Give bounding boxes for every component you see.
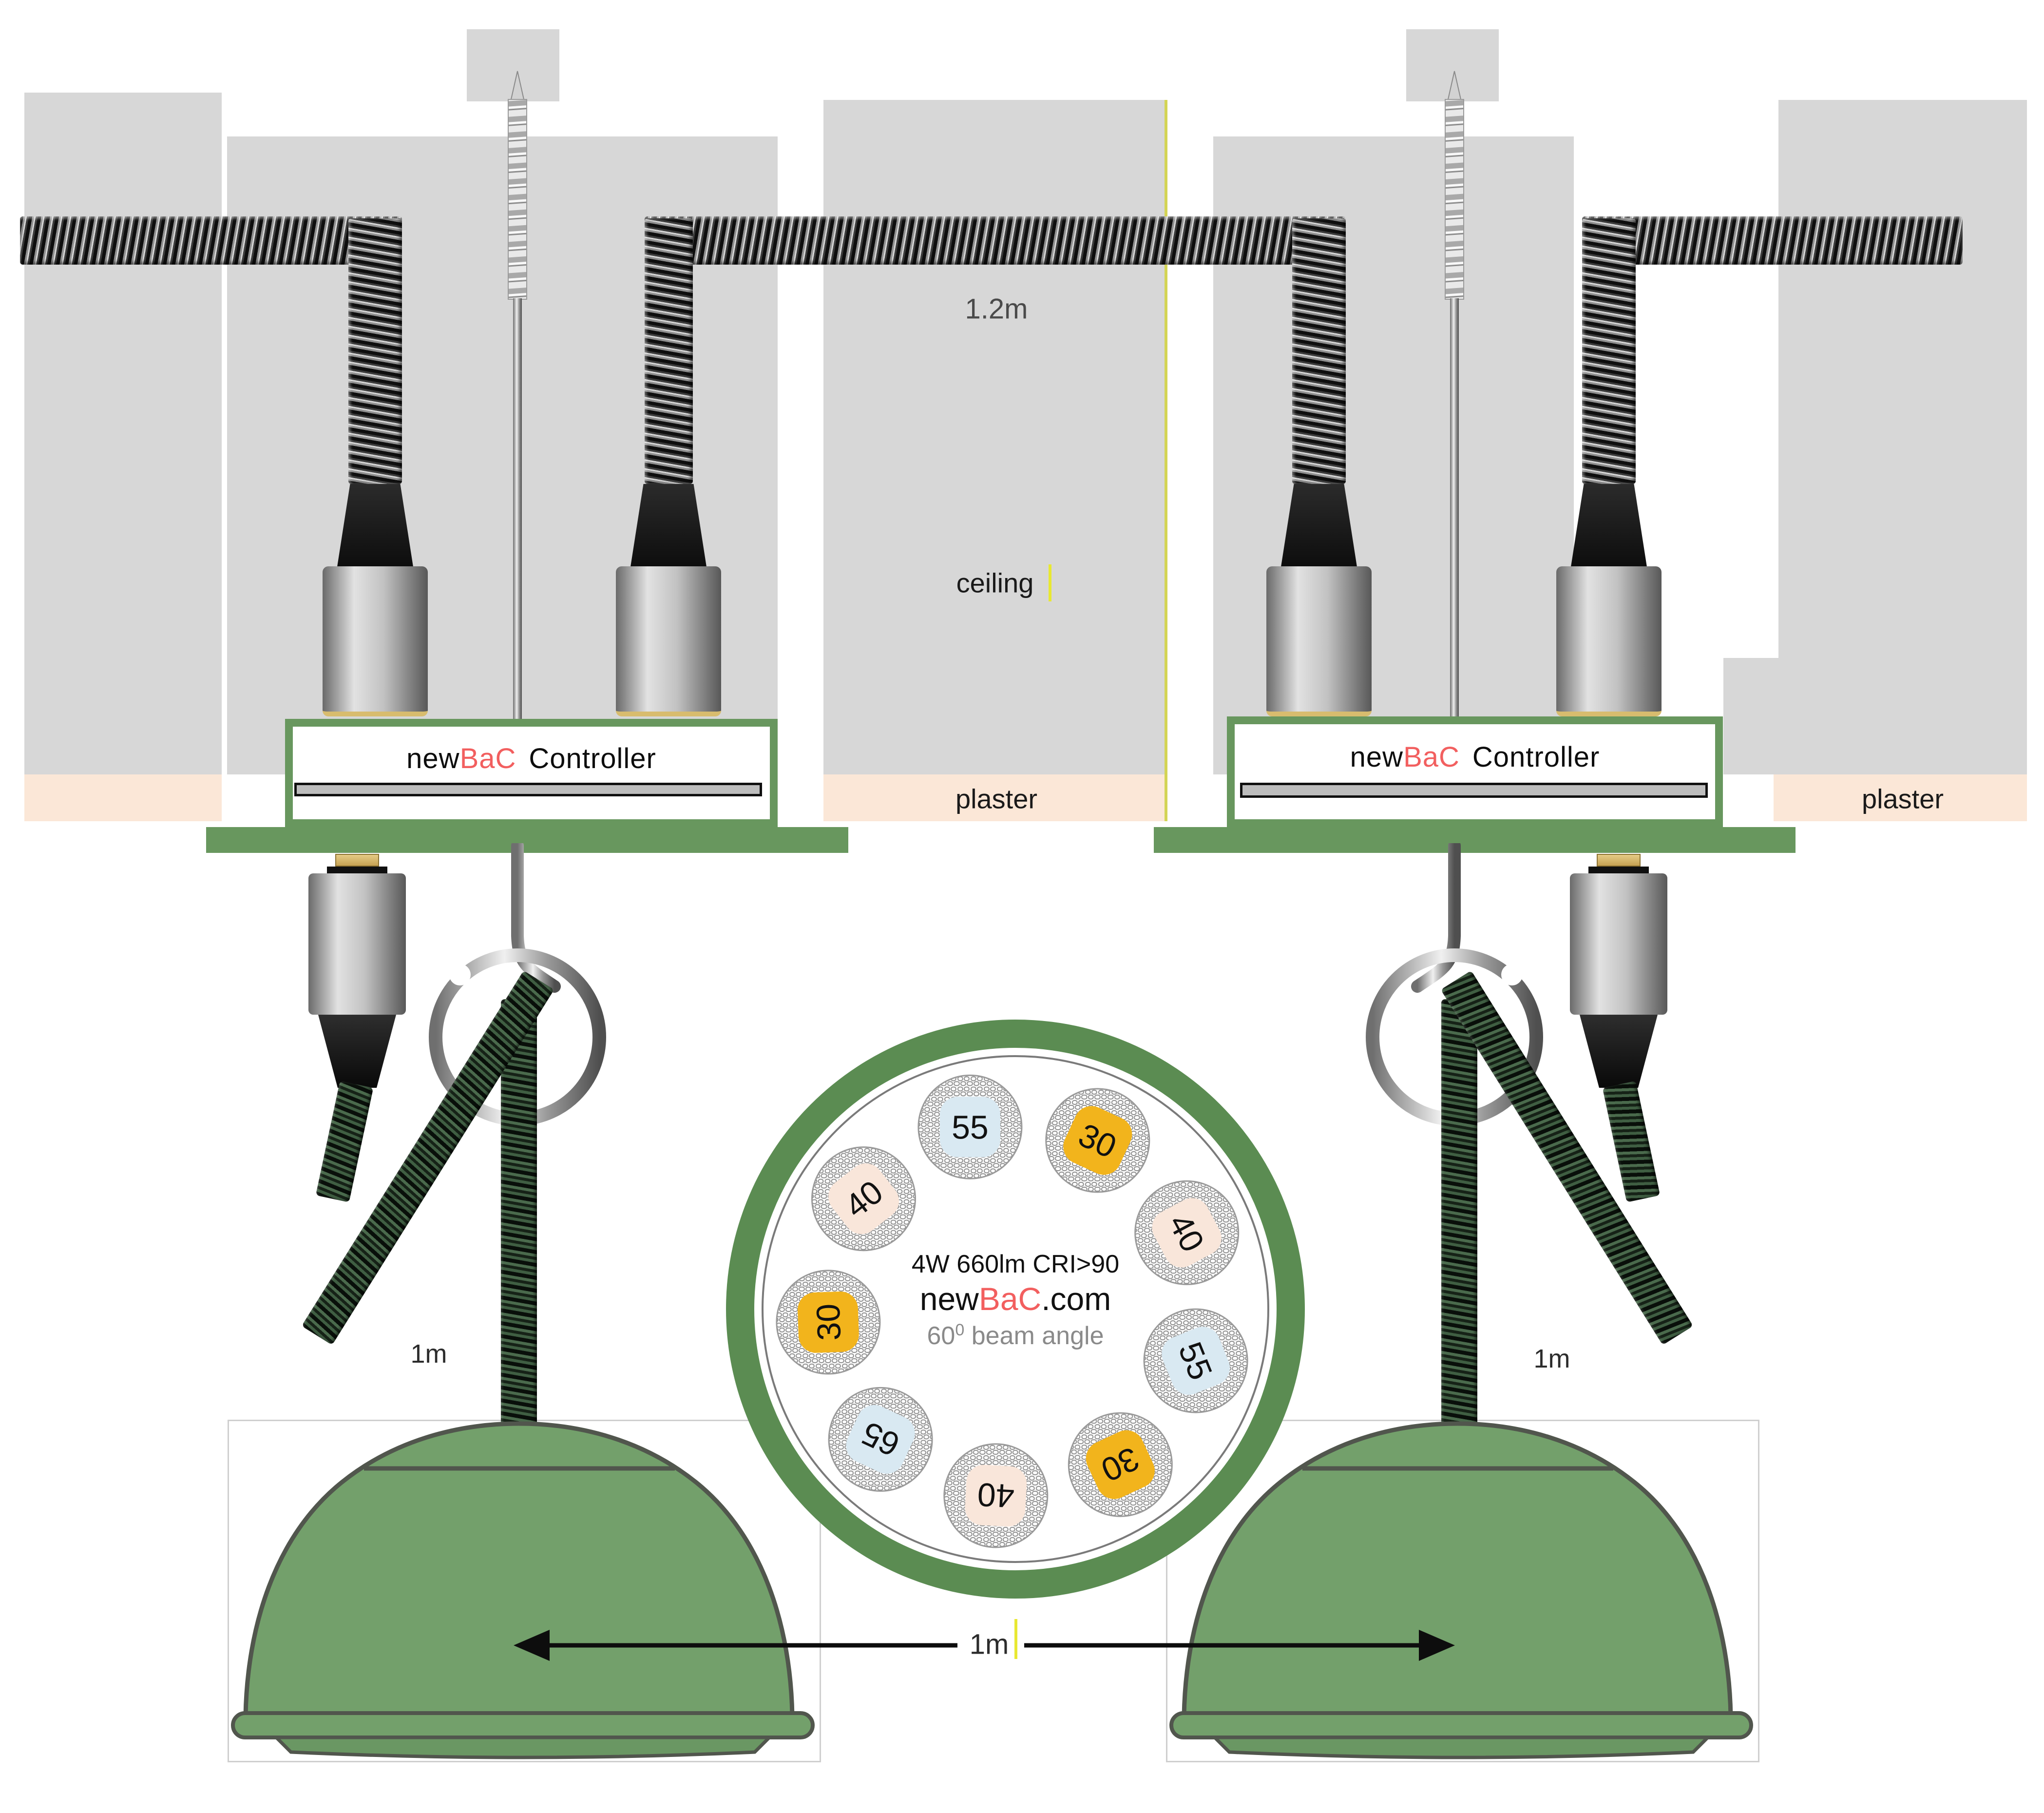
screw-shaft bbox=[1450, 298, 1459, 854]
led-node: 55 bbox=[917, 1074, 1023, 1179]
led-chip bbox=[939, 1097, 1000, 1157]
led-chip bbox=[828, 1163, 899, 1234]
led-value: 30 bbox=[810, 1303, 848, 1341]
label-drop-left: 1m bbox=[410, 1339, 447, 1369]
screw-tip-icon bbox=[1447, 71, 1462, 102]
beam-angle-text: 600 beam angle bbox=[927, 1321, 1104, 1350]
led-node: 30 bbox=[776, 1270, 881, 1375]
label-cable-length: 1.2m bbox=[965, 293, 1028, 325]
screw-tip-icon bbox=[510, 71, 525, 102]
led-node: 40 bbox=[811, 1146, 916, 1252]
screw-right bbox=[1445, 71, 1464, 854]
ceiling-edge-highlight bbox=[1165, 100, 1167, 821]
led-spec-text: 4W 660lm CRI>90 bbox=[912, 1250, 1119, 1278]
cable-vertical-left-2 bbox=[645, 218, 693, 484]
led-chip bbox=[846, 1405, 915, 1474]
plaster-strip-center bbox=[823, 774, 1166, 821]
spacing-arrow bbox=[514, 1630, 1455, 1661]
led-node: 40 bbox=[1134, 1180, 1240, 1285]
mounting-bar-right bbox=[1154, 827, 1796, 853]
led-ring-inner-circle bbox=[762, 1055, 1269, 1563]
lamp-cord-vertical-right bbox=[1441, 999, 1477, 1428]
cable-horizontal-far-left bbox=[20, 216, 402, 265]
plaster-strip-left bbox=[24, 774, 222, 821]
ceiling-block-step-right bbox=[1723, 658, 1782, 774]
cable-vertical-right-1 bbox=[1292, 218, 1346, 484]
lamp-dome bbox=[243, 1421, 795, 1718]
pendant-lamp-left bbox=[231, 1421, 815, 1759]
label-lamp-spacing: 1m bbox=[969, 1628, 1009, 1660]
label-plaster-center: plaster bbox=[955, 783, 1038, 814]
hook-shaft bbox=[511, 843, 561, 993]
brand-text: newBaC.com bbox=[920, 1281, 1111, 1317]
screw-left bbox=[508, 71, 527, 854]
led-chip bbox=[1162, 1327, 1230, 1395]
mounting-bar-left bbox=[206, 827, 848, 853]
led-value: 40 bbox=[976, 1476, 1015, 1515]
lamp-rim bbox=[1169, 1711, 1753, 1739]
controller-strip-right bbox=[1240, 783, 1708, 798]
controller-strip-left bbox=[294, 783, 762, 796]
screw-shaft bbox=[513, 298, 522, 854]
led-chip bbox=[1063, 1106, 1132, 1175]
arrow-head-left-icon bbox=[514, 1630, 550, 1661]
cable-vertical-right-2 bbox=[1582, 218, 1636, 484]
cable-vertical-left-1 bbox=[348, 218, 402, 484]
led-chip bbox=[965, 1465, 1027, 1527]
cable-horizontal-far-right bbox=[1582, 216, 1963, 265]
led-chip bbox=[1152, 1198, 1222, 1268]
text-caret bbox=[1014, 1619, 1017, 1659]
lamp-base bbox=[1210, 1736, 1712, 1759]
hook-opening bbox=[1501, 964, 1523, 985]
hook-shaft bbox=[1411, 843, 1461, 993]
led-node: 30 bbox=[1045, 1088, 1150, 1193]
screw-thread-icon bbox=[508, 99, 527, 300]
led-node: 65 bbox=[828, 1387, 933, 1492]
text-caret bbox=[1049, 564, 1051, 601]
label-plaster-right: plaster bbox=[1861, 783, 1944, 814]
hook-opening bbox=[449, 964, 471, 985]
led-node: 55 bbox=[1143, 1308, 1248, 1413]
label-ceiling: ceiling bbox=[956, 567, 1034, 598]
led-value: 55 bbox=[952, 1109, 989, 1146]
led-chip bbox=[798, 1292, 859, 1353]
ceiling-block-center bbox=[823, 100, 1166, 774]
ceiling-block-right bbox=[1778, 100, 2027, 774]
ceiling-block-left bbox=[24, 93, 222, 774]
led-node: 40 bbox=[943, 1443, 1049, 1548]
lamp-rim bbox=[231, 1711, 815, 1739]
label-drop-right: 1m bbox=[1533, 1344, 1570, 1373]
arrow-head-right-icon bbox=[1419, 1630, 1455, 1661]
cable-horizontal-middle bbox=[645, 216, 1346, 265]
screw-thread-icon bbox=[1445, 99, 1464, 300]
lamp-base bbox=[272, 1736, 774, 1759]
lamp-dome bbox=[1182, 1421, 1733, 1718]
led-node: 30 bbox=[1068, 1412, 1173, 1517]
lamp-cord-vertical-left bbox=[501, 999, 537, 1428]
plaster-strip-right bbox=[1774, 774, 2027, 821]
led-chip bbox=[1086, 1430, 1155, 1499]
pendant-lamp-right bbox=[1169, 1421, 1753, 1759]
